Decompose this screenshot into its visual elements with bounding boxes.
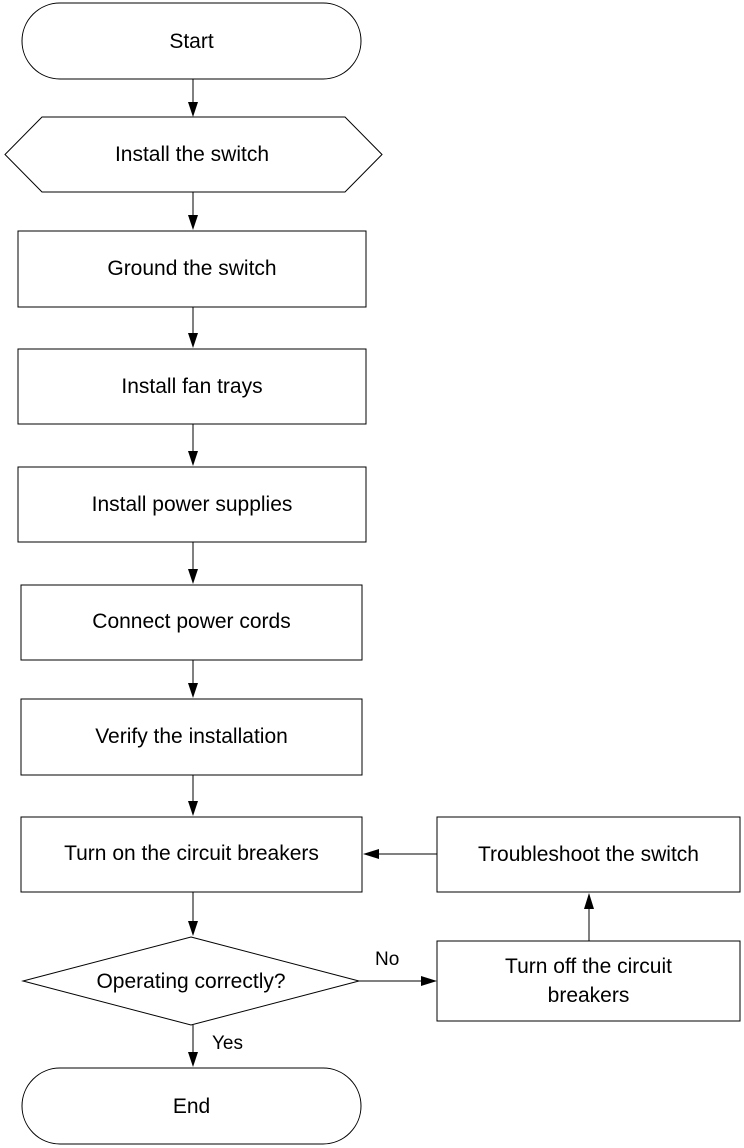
turn-off-breakers-node: Turn off the circuit breakers [436,940,741,1022]
turn-off-breakers-label-line2: breakers [548,984,630,1007]
ground-switch-node: Ground the switch [17,230,367,308]
connect-power-cords-node: Connect power cords [20,584,363,661]
arrow-cords-to-verify [188,660,198,698]
arrow-troubleshoot-to-turnon [363,849,437,859]
arrow-start-to-install [188,79,198,117]
install-fan-trays-label: Install fan trays [121,375,262,398]
turn-on-breakers-label: Turn on the circuit breakers [64,842,319,865]
arrow-turnon-to-decision [188,892,198,936]
end-node: End [21,1067,362,1145]
install-power-supplies-node: Install power supplies [17,466,367,543]
arrow-decision-yes [188,1025,198,1067]
decision-node: Operating correctly? [21,936,361,1026]
arrow-fan-to-power [188,424,198,466]
verify-installation-label: Verify the installation [95,725,288,748]
start-label: Start [169,30,214,53]
start-node: Start [21,2,362,80]
end-label: End [173,1095,210,1118]
install-power-supplies-label: Install power supplies [92,493,293,516]
troubleshoot-node: Troubleshoot the switch [436,816,741,893]
install-fan-trays-node: Install fan trays [17,348,367,425]
yes-label: Yes [212,1033,243,1054]
turn-off-breakers-label-line1: Turn off the circuit [505,955,672,978]
install-switch-label: Install the switch [115,143,269,166]
verify-installation-node: Verify the installation [20,698,363,776]
install-switch-node: Install the switch [4,116,383,193]
arrow-install-to-ground [188,192,198,230]
no-label: No [375,949,399,970]
arrow-ground-to-fan [188,307,198,348]
arrow-verify-to-turnon [188,775,198,816]
ground-switch-label: Ground the switch [107,257,276,280]
arrow-power-to-cords [188,542,198,584]
connect-power-cords-label: Connect power cords [92,610,290,633]
turn-on-breakers-node: Turn on the circuit breakers [20,816,363,893]
troubleshoot-label: Troubleshoot the switch [478,843,699,866]
decision-label: Operating correctly? [96,970,285,993]
arrow-decision-no [359,976,437,986]
arrow-turnoff-to-troubleshoot [584,893,594,941]
